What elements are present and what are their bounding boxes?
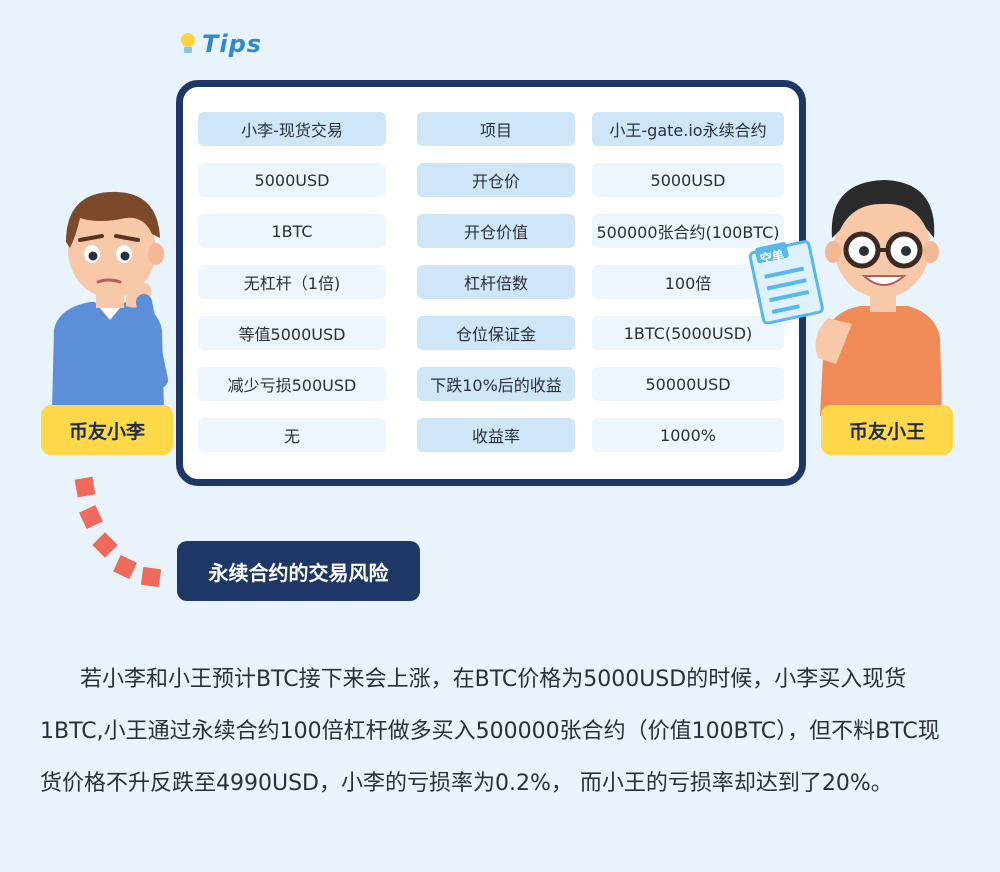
table-cell-mid: 下跌10%后的收益 (417, 367, 575, 401)
table-cell-mid: 开仓价 (417, 163, 575, 197)
dash-segment (140, 566, 162, 588)
comparison-card: 小李-现货交易 项目 小王-gate.io永续合约 5000USD 开仓价 50… (176, 80, 806, 486)
tips-label: Tips (202, 30, 263, 58)
thinking-man-illustration (52, 191, 168, 410)
table-cell-left: 5000USD (198, 163, 386, 197)
section-title: 永续合约的交易风险 (177, 541, 420, 601)
table-header-mid: 项目 (417, 112, 575, 146)
table-cell-mid: 收益率 (417, 418, 575, 452)
short-order-sheet-illustration (748, 240, 824, 324)
table-cell-right: 500000张合约(100BTC) (592, 214, 784, 248)
glasses-man-illustration (815, 180, 942, 416)
table-cell-left: 无 (198, 418, 386, 452)
table-cell-right: 1BTC(5000USD) (592, 316, 784, 350)
table-cell-left: 等值5000USD (198, 316, 386, 350)
table-header-right: 小王-gate.io永续合约 (592, 112, 784, 146)
table-cell-mid: 仓位保证金 (417, 316, 575, 350)
table-cell-right: 50000USD (592, 367, 784, 401)
lightbulb-icon (180, 33, 196, 55)
dash-segment (92, 532, 118, 558)
dash-segment (113, 555, 137, 579)
dash-segment (74, 476, 96, 498)
table-cell-right: 5000USD (592, 163, 784, 197)
explanation-paragraph: 若小李和小王预计BTC接下来会上涨，在BTC价格为5000USD的时候，小李买入… (40, 667, 940, 796)
table-cell-left: 1BTC (198, 214, 386, 248)
dash-segment (79, 505, 103, 529)
table-cell-mid: 开仓价值 (417, 214, 575, 248)
table-cell-right: 1000% (592, 418, 784, 452)
tips-header: Tips (180, 30, 262, 58)
left-character-name: 币友小李 (41, 405, 173, 455)
right-character-name: 币友小王 (821, 405, 953, 455)
table-cell-left: 无杠杆（1倍) (198, 265, 386, 299)
table-header-left: 小李-现货交易 (198, 112, 386, 146)
table-cell-left: 减少亏损500USD (198, 367, 386, 401)
table-cell-mid: 杠杆倍数 (417, 265, 575, 299)
table-cell-right: 100倍 (592, 265, 784, 299)
